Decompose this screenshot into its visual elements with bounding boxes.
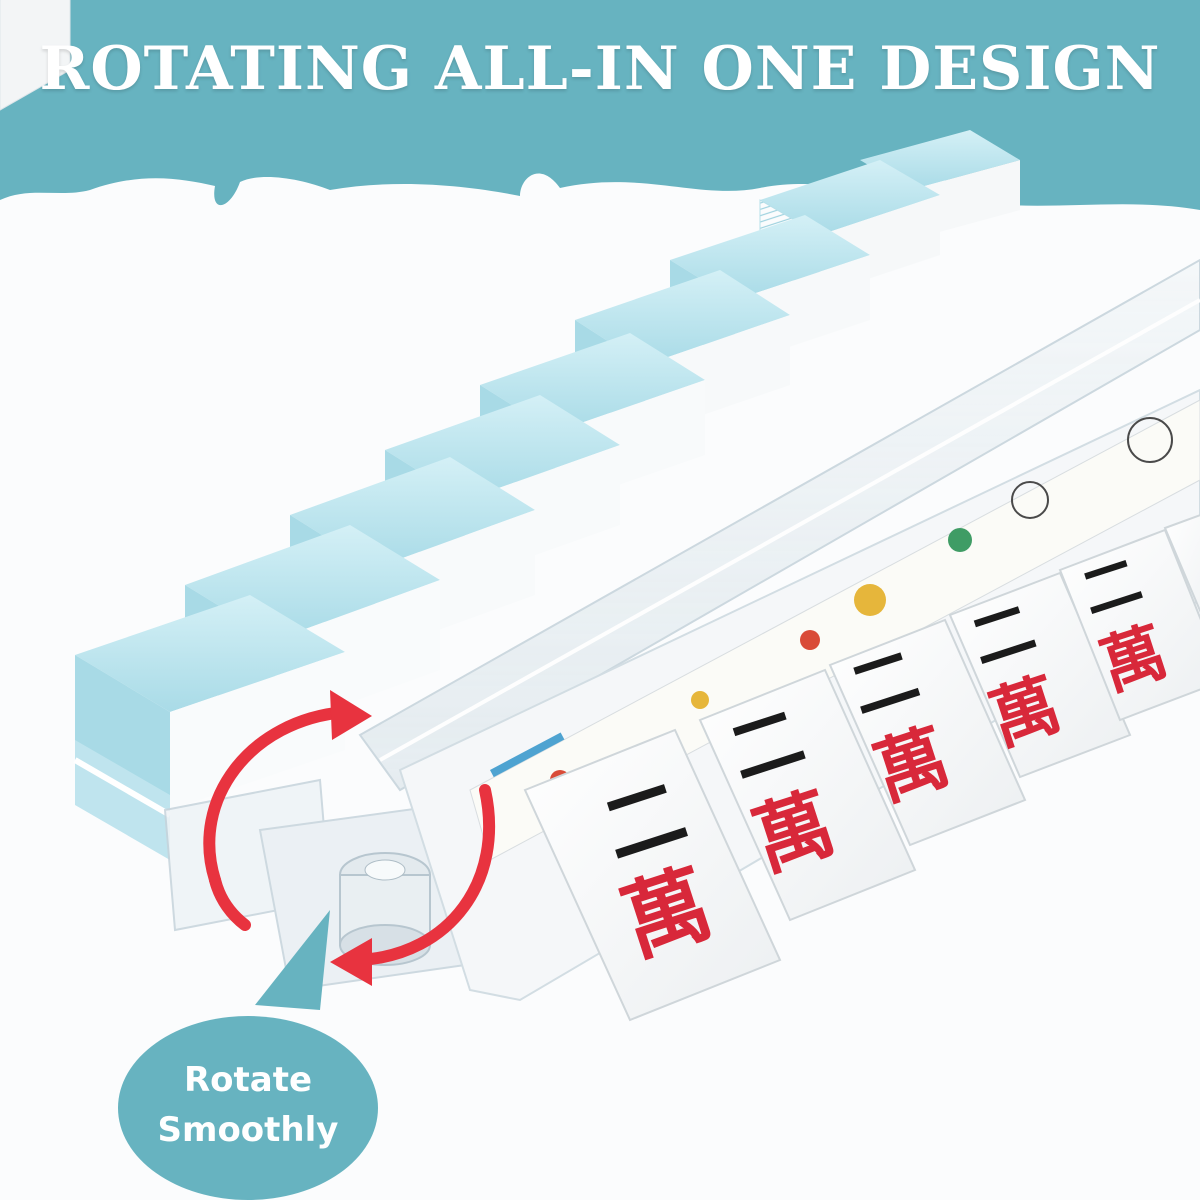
callout-text: Rotate Smoothly [118,1055,378,1155]
blue-tiles [73,130,1020,860]
circular-rotation-arrows-icon [203,690,496,986]
hinge-knob [339,852,431,966]
callout-bubble [118,910,378,1200]
callout-line-1: Rotate [183,1060,313,1100]
front-tile-row [523,514,1200,1022]
banner-title: ROTATING ALL-IN ONE DESIGN [39,34,1161,104]
back-tile-row [0,0,71,111]
callout-line-2: Smoothly [157,1110,339,1150]
